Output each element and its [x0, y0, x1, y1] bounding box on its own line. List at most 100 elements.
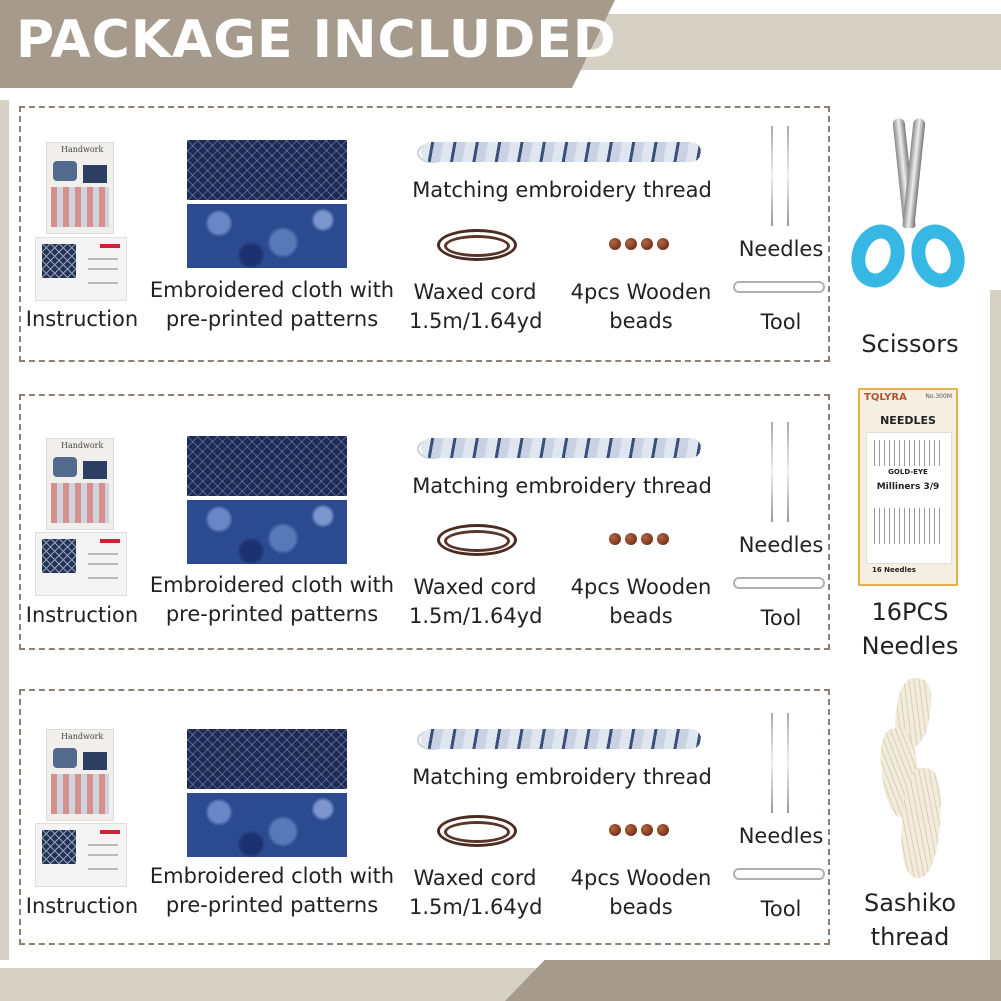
- wooden-bead-icon: [625, 238, 637, 250]
- wooden-bead-icon: [609, 238, 621, 250]
- tie-dye-cloth-image: [187, 204, 347, 268]
- header-accent-stripe: [570, 14, 1001, 70]
- instruction-booklet-image: Handwork: [46, 729, 114, 821]
- tool-label: Tool: [760, 897, 802, 921]
- footer-stripe-right: [505, 960, 1001, 1001]
- beads-label-line2: beads: [609, 604, 673, 628]
- waxed-cord-image: [437, 229, 517, 261]
- cord-label-line2: 1.5m/1.64yd: [409, 309, 543, 333]
- embroidery-thread-image: [421, 438, 701, 458]
- wooden-bead-icon: [609, 533, 621, 545]
- waxed-cord-image: [437, 524, 517, 556]
- cord-label-line1: Waxed cord: [413, 866, 537, 890]
- threading-tool-icon: [733, 577, 825, 589]
- cloth-label-line2: pre-printed patterns: [165, 307, 379, 331]
- instruction-booklet-title: Handwork: [61, 732, 104, 741]
- footer-stripe-left: [0, 968, 540, 1001]
- needles-pack-gold-eye: GOLD-EYE: [888, 468, 928, 476]
- wooden-bead-icon: [609, 824, 621, 836]
- threading-tool-icon: [733, 868, 825, 880]
- sashiko-label-line1: Sashiko: [863, 889, 957, 917]
- right-border-strip: [990, 290, 1001, 970]
- needles-pack-model: No.300M: [925, 393, 952, 400]
- wooden-bead-icon: [641, 824, 653, 836]
- instruction-label: Instruction: [25, 894, 139, 918]
- cloth-label-line1: Embroidered cloth with: [149, 864, 395, 888]
- kit-section-2: Handwork Instruction Embroidered cloth w…: [19, 394, 830, 650]
- cord-label-line1: Waxed cord: [413, 575, 537, 599]
- patterned-cloth-image: [187, 436, 347, 496]
- left-border-strip: [0, 100, 9, 960]
- beads-label-line1: 4pcs Wooden: [570, 280, 712, 304]
- cord-label-line2: 1.5m/1.64yd: [409, 604, 543, 628]
- needles-pack-brand: TQLYRA: [864, 392, 907, 403]
- wooden-bead-icon: [657, 238, 669, 250]
- instruction-sheet-image: [35, 532, 127, 596]
- beads-label-line2: beads: [609, 309, 673, 333]
- thread-label: Matching embroidery thread: [412, 178, 712, 202]
- tie-dye-cloth-image: [187, 793, 347, 857]
- needles-label: Needles: [738, 237, 824, 261]
- tool-label: Tool: [760, 606, 802, 630]
- needle-icon: [787, 713, 789, 813]
- needles-pack-label-line2: Needles: [861, 632, 959, 660]
- beads-label-line1: 4pcs Wooden: [570, 866, 712, 890]
- scissors-label: Scissors: [861, 330, 959, 358]
- cloth-label-line1: Embroidered cloth with: [149, 573, 395, 597]
- needle-icon: [771, 422, 773, 522]
- header-title-banner: [0, 0, 615, 88]
- needles-pack-milliners: Milliners 3/9: [876, 482, 940, 492]
- kit-section-3: Handwork Instruction Embroidered cloth w…: [19, 689, 830, 945]
- needles-pack-image: TQLYRA No.300M NEEDLES GOLD-EYE Milliner…: [858, 388, 958, 586]
- cloth-label-line2: pre-printed patterns: [165, 893, 379, 917]
- wooden-bead-icon: [641, 533, 653, 545]
- sashiko-thread-image: [872, 675, 948, 884]
- tie-dye-cloth-image: [187, 500, 347, 564]
- instruction-label: Instruction: [25, 603, 139, 627]
- needles-pack-label-line1: 16PCS: [871, 598, 949, 626]
- instruction-booklet-title: Handwork: [61, 441, 104, 450]
- instruction-label: Instruction: [25, 307, 139, 331]
- patterned-cloth-image: [187, 140, 347, 200]
- patterned-cloth-image: [187, 729, 347, 789]
- threading-tool-icon: [733, 281, 825, 293]
- cord-label-line2: 1.5m/1.64yd: [409, 895, 543, 919]
- needles-pack-title: NEEDLES: [880, 414, 936, 427]
- waxed-cord-image: [437, 815, 517, 847]
- page-title: PACKAGE INCLUDED: [16, 10, 617, 70]
- needle-icon: [771, 713, 773, 813]
- thread-label: Matching embroidery thread: [412, 474, 712, 498]
- wooden-bead-icon: [657, 824, 669, 836]
- cloth-label-line2: pre-printed patterns: [165, 602, 379, 626]
- cord-label-line1: Waxed cord: [413, 280, 537, 304]
- needles-label: Needles: [738, 824, 824, 848]
- beads-label-line2: beads: [609, 895, 673, 919]
- instruction-sheet-image: [35, 823, 127, 887]
- instruction-booklet-image: Handwork: [46, 438, 114, 530]
- wooden-bead-icon: [625, 533, 637, 545]
- wooden-bead-icon: [657, 533, 669, 545]
- embroidery-thread-image: [421, 729, 701, 749]
- sashiko-label-line2: thread: [870, 923, 950, 951]
- needles-pack-count: 16 Needles: [872, 566, 916, 574]
- scissors-handle-left: [843, 217, 913, 295]
- waxed-cord-coil-icon: [444, 235, 510, 257]
- instruction-sheet-image: [35, 237, 127, 301]
- scissors-image: [843, 112, 976, 312]
- needle-icon: [787, 126, 789, 226]
- wooden-bead-icon: [641, 238, 653, 250]
- thread-label: Matching embroidery thread: [412, 765, 712, 789]
- waxed-cord-coil-icon: [444, 821, 510, 843]
- needle-icon: [787, 422, 789, 522]
- cloth-label-line1: Embroidered cloth with: [149, 278, 395, 302]
- instruction-booklet-image: Handwork: [46, 142, 114, 234]
- instruction-booklet-title: Handwork: [61, 145, 104, 154]
- scissors-handle-right: [903, 217, 973, 295]
- wooden-bead-icon: [625, 824, 637, 836]
- needle-icon: [771, 126, 773, 226]
- waxed-cord-coil-icon: [444, 530, 510, 552]
- tool-label: Tool: [760, 310, 802, 334]
- beads-label-line1: 4pcs Wooden: [570, 575, 712, 599]
- embroidery-thread-image: [421, 142, 701, 162]
- needles-label: Needles: [738, 533, 824, 557]
